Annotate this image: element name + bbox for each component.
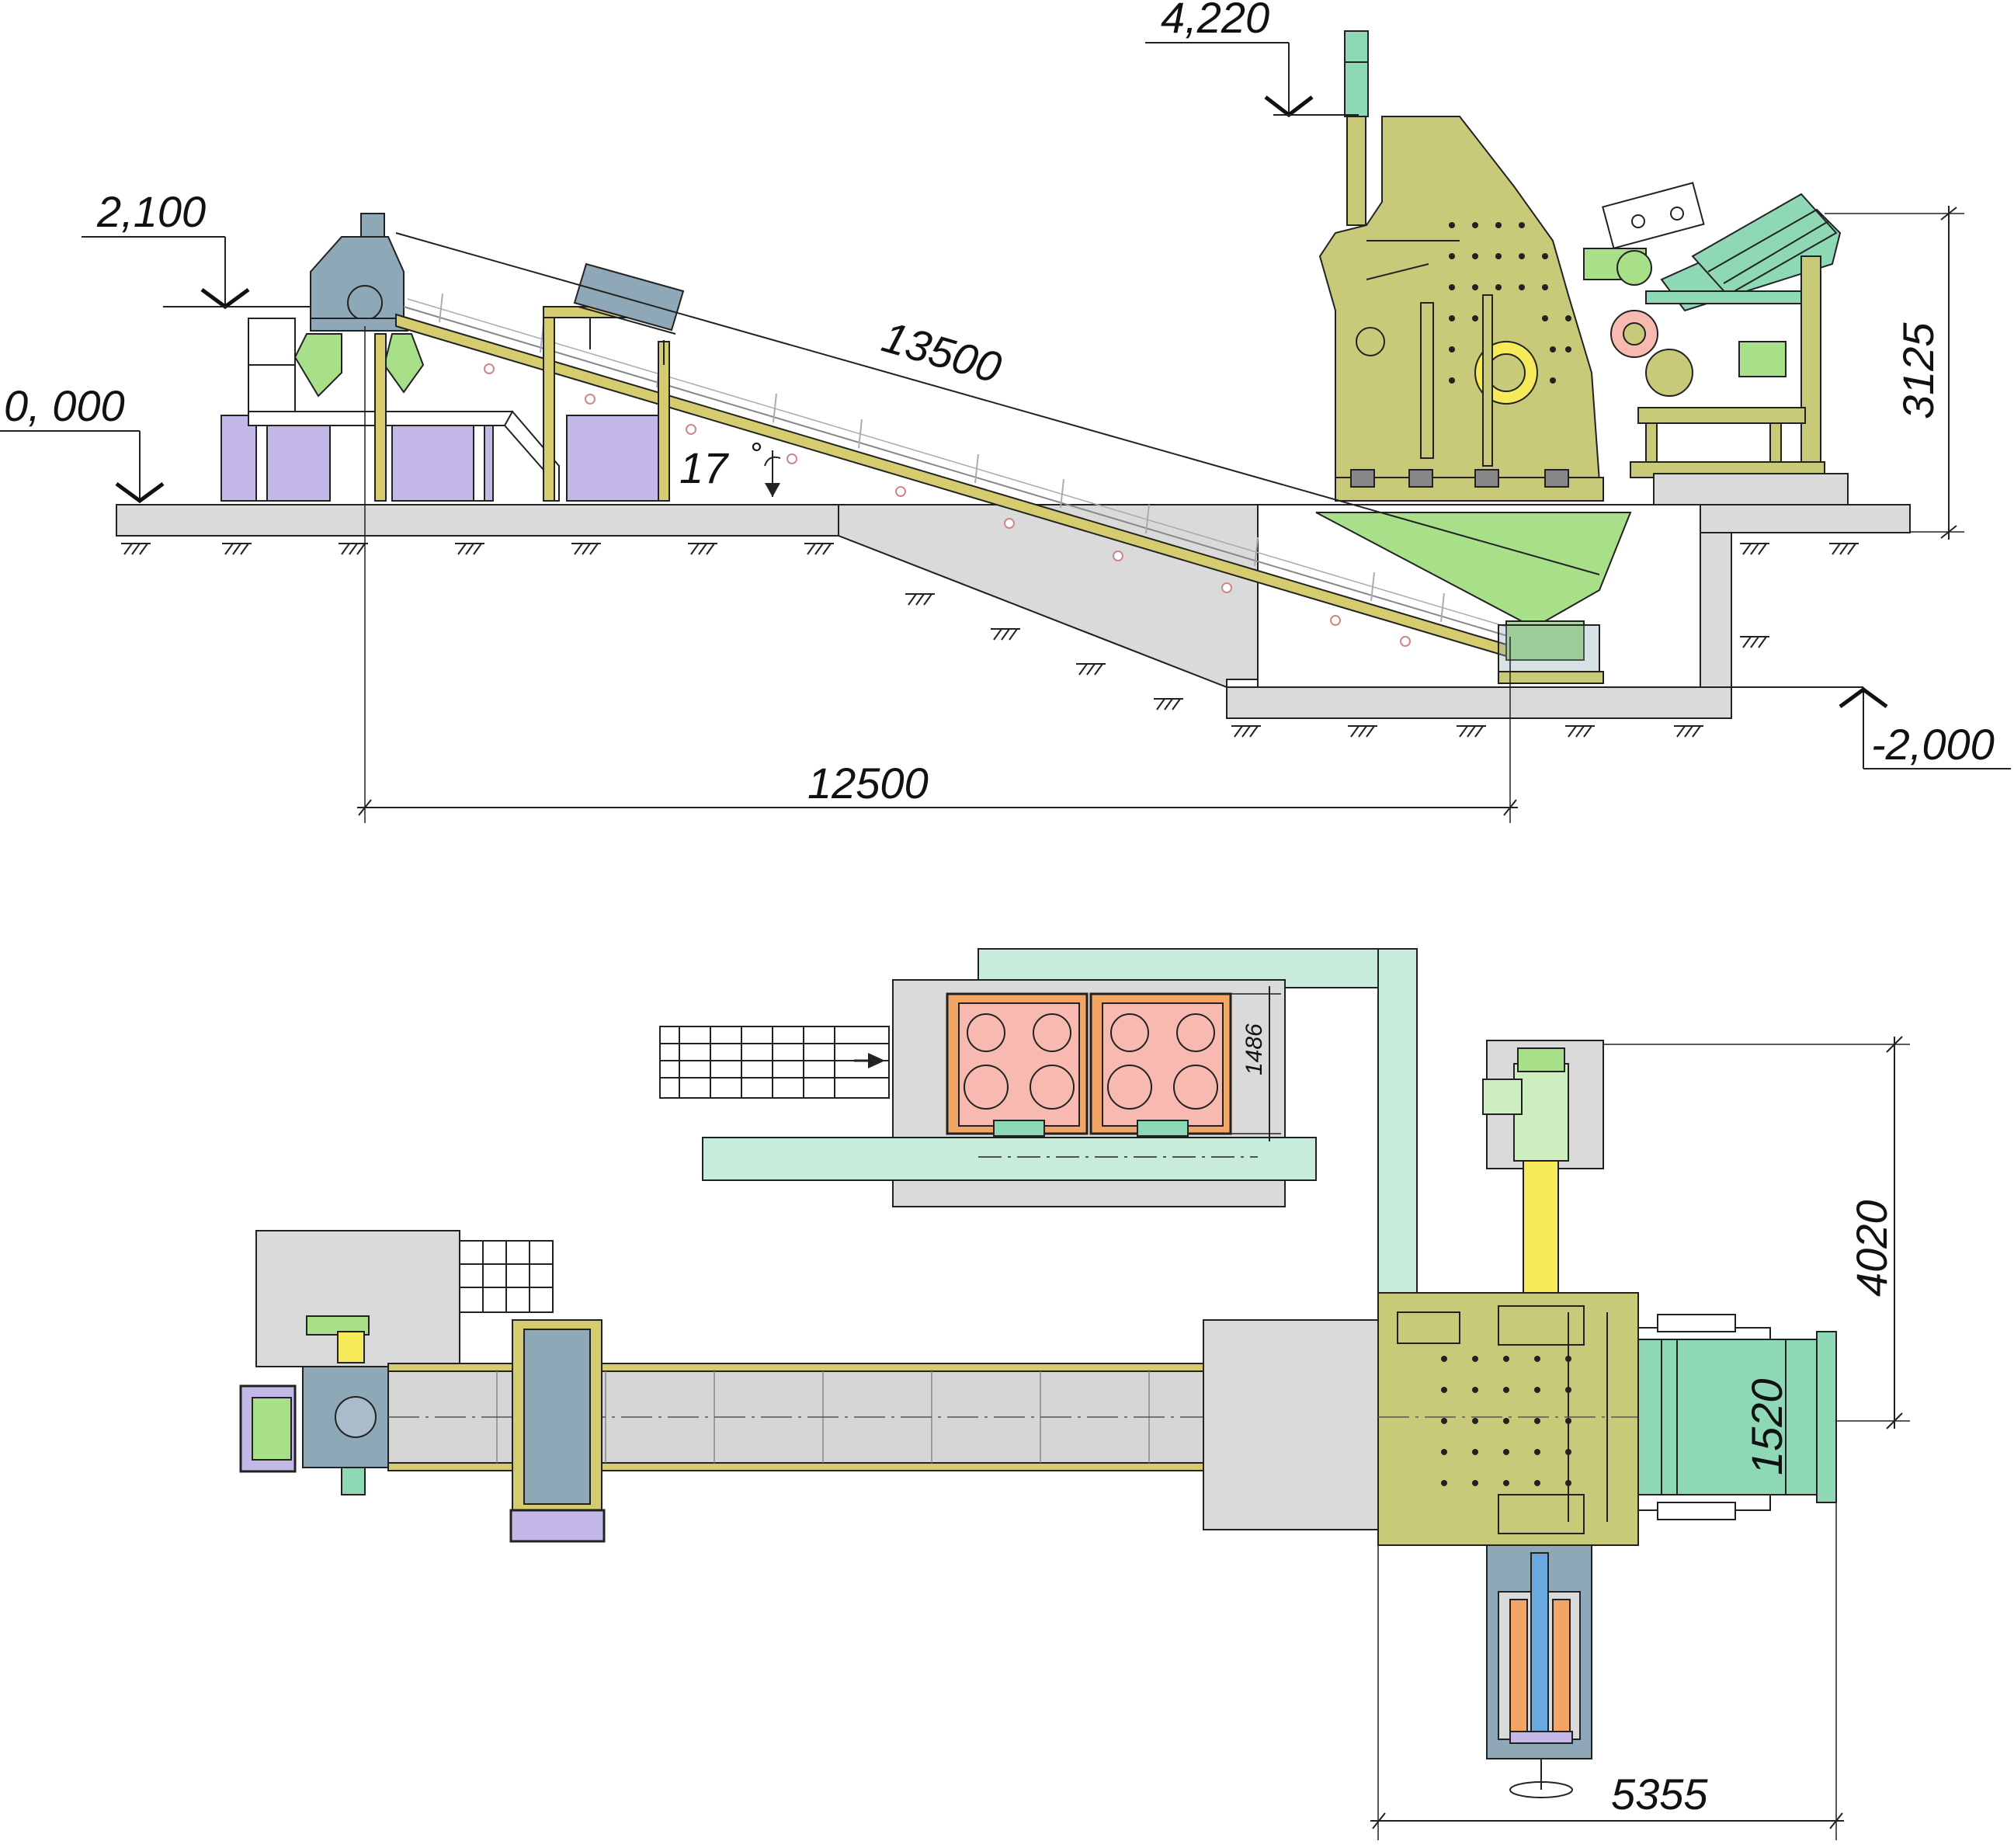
plan-hydraulic-unit — [1486, 1544, 1592, 1798]
ground-hatching — [121, 543, 1859, 738]
bolt-pattern — [1449, 222, 1571, 384]
discharge-chute — [1315, 512, 1632, 684]
level-label-ground: 0, 000 — [4, 381, 125, 430]
plan-dimensions — [1370, 1036, 1910, 1840]
dimension-block-height: 1486 — [1241, 1023, 1267, 1075]
angle-value: 17 — [679, 443, 729, 492]
dimension-1486-lines — [1231, 986, 1281, 1141]
press-block-left — [946, 992, 1089, 1137]
angle-unit: ° — [749, 437, 762, 471]
plan-view: 1486 — [239, 948, 1910, 1840]
lower-beam — [702, 1137, 1317, 1181]
plan-magnet — [509, 1319, 606, 1543]
plan-feeder — [1637, 1314, 1837, 1520]
level-marker-minus-2000 — [1731, 686, 2011, 769]
plan-hopper-area — [239, 1230, 554, 1495]
level-marker-0000 — [0, 430, 165, 504]
dimension-plan-depth: 4020 — [1847, 1200, 1896, 1297]
press-block-right — [1089, 992, 1232, 1137]
plan-motor — [1482, 1040, 1604, 1294]
ground-slab — [116, 504, 1911, 719]
dimension-horizontal-span: 12500 — [807, 759, 929, 808]
dimension-conveyor-length: 13500 — [877, 312, 1006, 392]
inclined-conveyor — [395, 262, 1515, 658]
plan-crusher — [1377, 1292, 1708, 1546]
level-label-top: 4,220 — [1161, 0, 1269, 42]
level-marker-4220 — [1145, 42, 1359, 118]
elevation-view: 4,220 2,100 0, 000 -2,000 13500 12500 31… — [0, 0, 2011, 823]
infeed-conveyor — [1630, 193, 1849, 505]
dimension-plan-inner: 1520 — [1742, 1378, 1791, 1475]
shredder-crusher — [1318, 30, 1604, 502]
level-marker-2100 — [82, 236, 311, 310]
storage-bins — [220, 318, 668, 502]
elevation-dimensions — [357, 206, 1964, 823]
pallet-grid-left — [659, 1026, 890, 1099]
level-label-pit: -2,000 — [1871, 720, 1995, 769]
level-label-hopper: 2,100 — [96, 187, 206, 236]
dimension-feeder-height: 3125 — [1894, 322, 1943, 419]
dimension-plan-width: 5355 — [1611, 1770, 1708, 1818]
feed-rollers — [1583, 182, 1705, 397]
receiving-hopper — [293, 213, 425, 502]
